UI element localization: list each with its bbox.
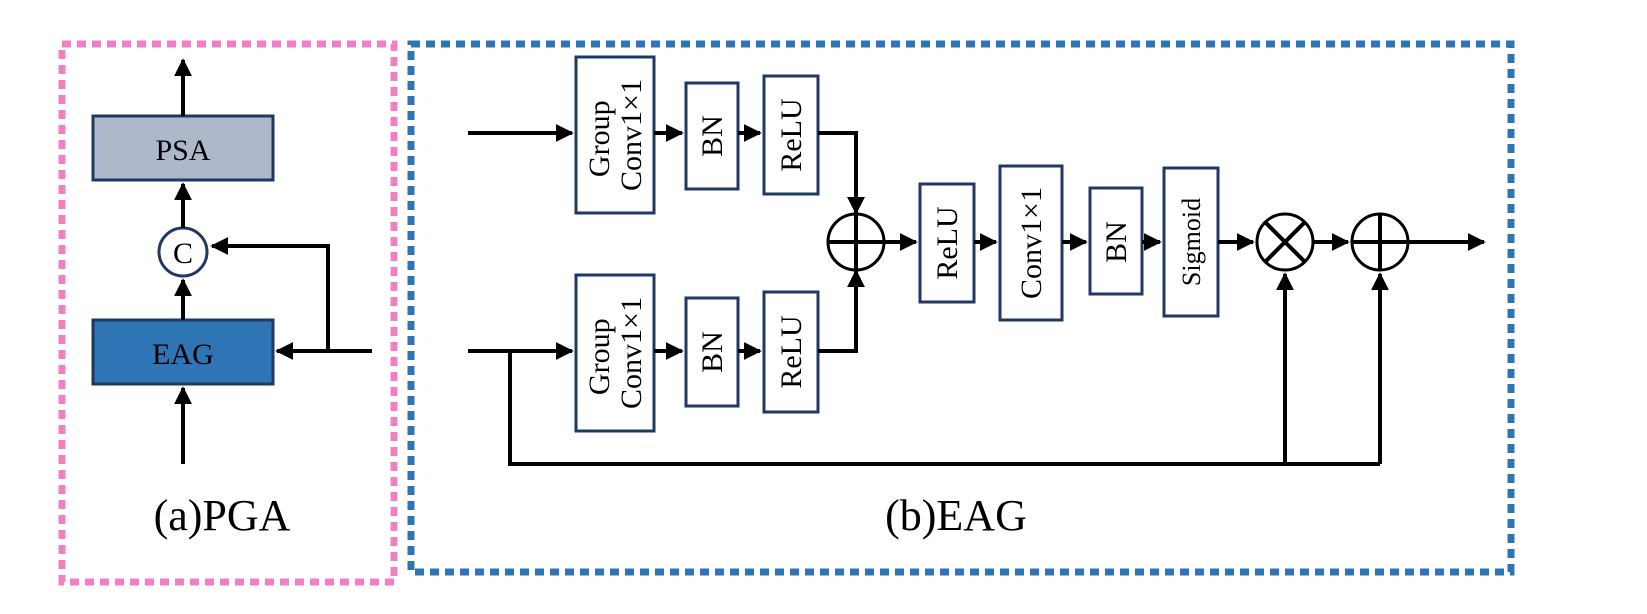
merge-bn-label: BN: [1100, 221, 1133, 263]
merge-relu-label: ReLU: [931, 206, 964, 280]
multiply-operator: [1255, 212, 1315, 272]
panel-a-caption: (a)PGA: [154, 491, 291, 540]
merge-conv-label: Conv1×1: [1015, 187, 1048, 299]
top-relu-to-add-arrow: [818, 131, 865, 215]
merge-conv-box: [998, 164, 1064, 322]
sigmoid-label: Sigmoid: [1177, 198, 1206, 286]
bottom-relu-label: ReLU: [775, 315, 808, 389]
bottom-bn-label: BN: [696, 331, 729, 373]
skip-line: [508, 351, 1380, 466]
top-bn-box: [684, 81, 740, 191]
bottom-bn-box: [684, 296, 740, 408]
top-group-conv-label: Group Conv1×1: [583, 79, 648, 191]
top-bn-label: BN: [696, 115, 729, 157]
eag-label: EAG: [152, 338, 214, 371]
panel-b-caption: (b)EAG: [885, 491, 1027, 540]
bottom-group-conv-label: Group Conv1×1: [583, 297, 648, 409]
panel-a-border: [58, 40, 398, 586]
bottom-group-conv-line1: Group: [583, 318, 616, 395]
bottom-group-conv-box: [574, 273, 656, 433]
bottom-group-conv-line2: Conv1×1: [615, 297, 648, 409]
add-operator-2: [1350, 212, 1410, 272]
eag-box: [91, 318, 275, 386]
panel-b-eag: Group Conv1×1 BN ReLU Group Conv1×1 BN R…: [407, 40, 1515, 576]
panel-b-border: [407, 40, 1515, 576]
top-group-conv-line2: Conv1×1: [615, 79, 648, 191]
skip-to-concat-arrow: [210, 237, 330, 351]
top-group-conv-line1: Group: [583, 100, 616, 177]
top-group-conv-box: [574, 55, 656, 215]
top-relu-label: ReLU: [775, 98, 808, 172]
concat-label: C: [173, 237, 193, 270]
psa-label: PSA: [155, 134, 210, 167]
panel-a-pga: PSA EAG C (a)PGA: [58, 40, 398, 586]
bottom-relu-to-add-arrow: [818, 269, 865, 353]
bottom-relu-box: [762, 290, 820, 414]
merge-bn-box: [1088, 186, 1144, 296]
add-operator-1: [826, 212, 886, 272]
